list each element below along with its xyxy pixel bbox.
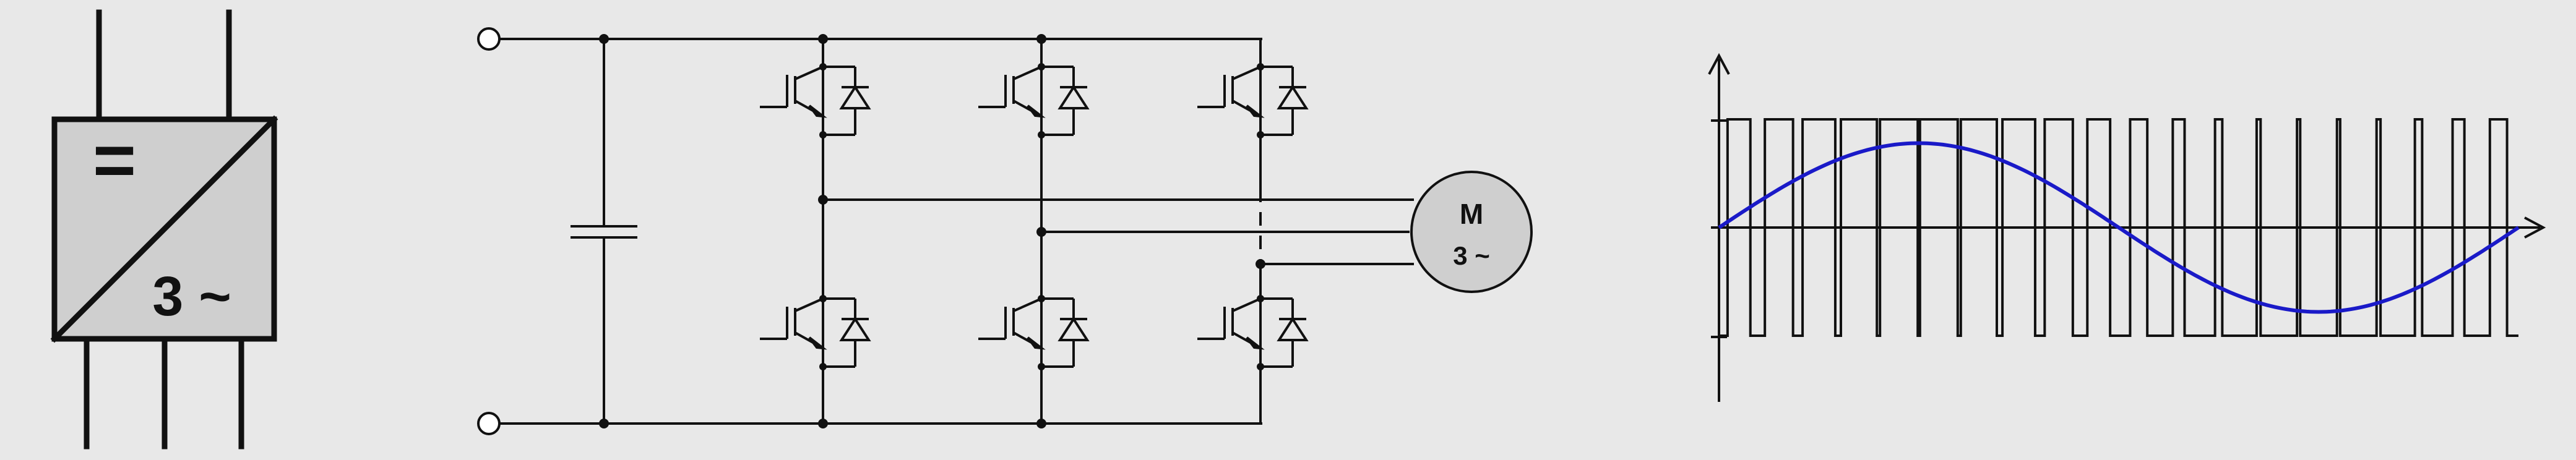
y-axis-arrow [1708,53,1730,75]
switch-node-dot [1038,295,1045,302]
switch-node-dot [1038,363,1045,370]
sine-reference-wave [1718,141,2520,314]
diode-triangle [1058,85,1090,109]
dc-positive-terminal [477,27,501,51]
igbt-collector [795,297,824,312]
switch-node-dot [1257,131,1264,138]
plot-axes [1708,53,2546,402]
igbt-switches [760,63,1309,370]
igbt-collector [1232,66,1261,80]
junction-dot [1036,34,1046,44]
switch-node-dot [819,295,827,302]
diode-triangle [839,317,871,341]
igbt-collector [1013,66,1042,80]
motor-label: M [1460,198,1483,230]
dc-negative-terminal [477,412,501,435]
junction-dot [818,34,828,44]
junction-dot [599,34,609,44]
dc-label: = [93,119,136,202]
igbt-collector [1232,297,1261,312]
switch-node-dot [1038,131,1045,138]
inverter-circuit [477,27,1414,435]
motor-circle [1410,171,1533,293]
switch-node-dot [1257,63,1264,70]
igbt-emitter-arrow [1027,104,1046,118]
diode-triangle [1277,317,1309,341]
junction-dots [599,34,1265,428]
junction-dot [1036,419,1046,428]
converter-diagonal [50,115,278,343]
switch-node-dot [1038,63,1045,70]
igbt-emitter-arrow [808,336,827,350]
motor-phase-label: 3 ~ [1453,241,1490,270]
igbt-collector [1013,297,1042,312]
pwm-waveform-plot [1708,53,2546,402]
junction-dot [599,419,609,428]
diode-triangle [1277,85,1309,109]
switch-node-dot [819,131,827,138]
junction-dot [818,419,828,428]
switch-node-dot [1257,295,1264,302]
converter-symbol [50,9,278,449]
switch-node-dot [819,63,827,70]
igbt-emitter-arrow [1246,104,1265,118]
diode-triangle [1058,317,1090,341]
pwm-pulse-train [1719,118,2518,337]
igbt-collector [795,66,824,80]
junction-dot [1256,259,1265,269]
switch-node-dot [1257,363,1264,370]
igbt-emitter-arrow [1027,336,1046,350]
x-axis-arrow [2524,216,2546,239]
igbt-emitter-arrow [808,104,827,118]
igbt-emitter-arrow [1246,336,1265,350]
switch-node-dot [819,363,827,370]
ac-label: 3 ~ [152,266,231,328]
diode-triangle [839,85,871,109]
junction-dot [818,195,828,205]
junction-dot [1036,227,1046,237]
